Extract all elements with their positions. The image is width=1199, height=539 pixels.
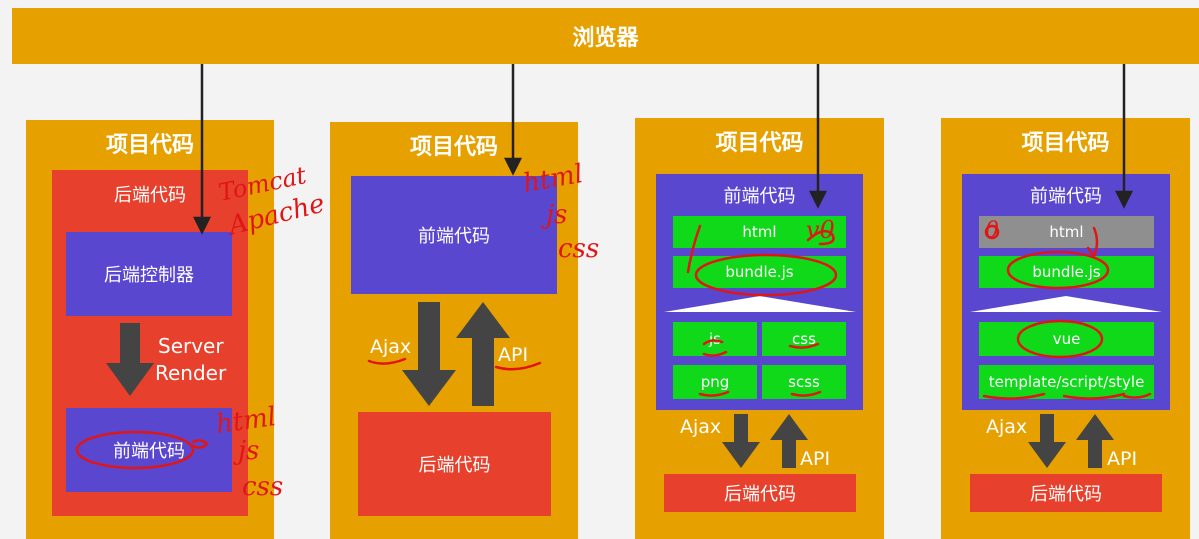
browser-bar: 浏览器 <box>12 8 1199 64</box>
annotation-js: js <box>546 200 568 230</box>
annotation-css: css <box>242 472 284 502</box>
backend-title: 后端代码 <box>114 185 186 206</box>
source-module-png: png <box>673 365 757 399</box>
source-module-scss: scss <box>762 365 846 399</box>
frontend-title: 前端代码 <box>1030 186 1102 207</box>
ajax-label: Ajax <box>986 416 1028 438</box>
backend-block: 后端代码 <box>358 412 551 516</box>
server-render-label-1: Server <box>158 334 224 358</box>
frontend-block: 前端代码 <box>66 408 232 492</box>
panel-title: 项目代码 <box>715 131 804 156</box>
ajax-label: Ajax <box>370 336 412 358</box>
panel-title: 项目代码 <box>105 133 194 158</box>
source-module-css: css <box>762 322 846 356</box>
ajax-arrow <box>1028 414 1066 468</box>
backend-controller: 后端控制器 <box>66 232 232 316</box>
server-render-label-2: Render <box>155 361 227 385</box>
hand-drawn-marks <box>75 224 1152 470</box>
browser-label: 浏览器 <box>572 26 639 51</box>
browser-arrows <box>192 64 1134 235</box>
api-label: API <box>498 344 529 366</box>
api-arrow <box>770 414 808 468</box>
panel-title: 项目代码 <box>1021 131 1110 156</box>
annotation-css: css <box>558 234 600 264</box>
backend-block: 后端代码 <box>970 474 1162 512</box>
panel-title: 项目代码 <box>409 135 498 160</box>
ajax-arrow <box>722 414 760 468</box>
template-module: template/script/style <box>979 365 1154 399</box>
html-module: html <box>673 216 846 248</box>
api-label: API <box>800 448 831 470</box>
build-arrow <box>664 296 856 312</box>
server-render-arrow <box>106 323 154 396</box>
html-module: html <box>979 216 1154 248</box>
vue-module: vue <box>979 322 1154 356</box>
api-arrow <box>1076 414 1114 468</box>
frontend-title: 前端代码 <box>723 186 796 207</box>
ajax-arrow <box>402 302 456 406</box>
build-arrow <box>970 296 1162 312</box>
frontend-block: 前端代码 <box>351 176 557 294</box>
annotation-js: js <box>238 436 260 466</box>
api-label: API <box>1107 448 1138 470</box>
annotation-v0: v0 <box>806 216 835 244</box>
backend-block: 后端代码 <box>664 474 856 512</box>
ajax-label: Ajax <box>680 416 722 438</box>
source-module-js: js <box>673 322 757 356</box>
api-arrow <box>456 302 510 406</box>
